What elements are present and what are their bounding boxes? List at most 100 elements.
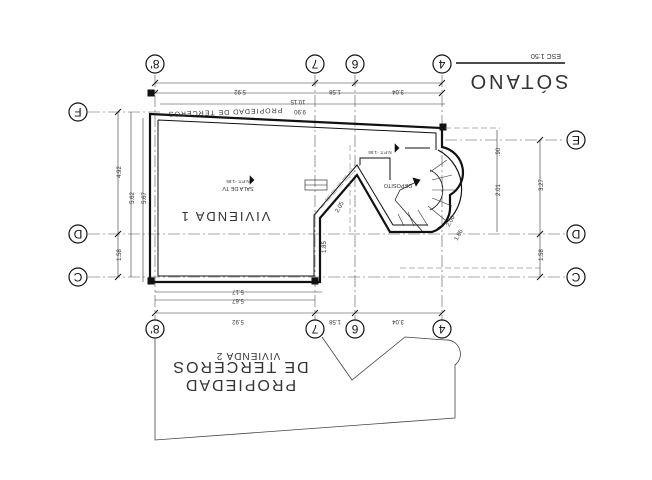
grid-label-7-bottom: 7 xyxy=(311,322,318,336)
dim-stair-2: 1.86 xyxy=(454,228,465,242)
dim-right-4: 2.01 xyxy=(496,184,502,196)
neighbor-property-outline xyxy=(154,336,461,441)
grid-label-6-top: 6 xyxy=(351,57,358,71)
grid-bubble-6-top xyxy=(345,54,365,74)
dim-left-3: 5.67 xyxy=(142,192,148,204)
stair-arrow-head xyxy=(412,177,421,187)
grid-bubble-F-left xyxy=(68,102,88,122)
dimension-ticks xyxy=(114,79,544,317)
dim-bottom-2: 1.58 xyxy=(329,318,341,324)
tick xyxy=(151,309,159,317)
plan-title: SÓTANO xyxy=(468,70,569,93)
tick xyxy=(536,273,544,281)
grid-label-F-left: F xyxy=(74,105,81,119)
stair-arrow-path xyxy=(394,179,424,233)
tick xyxy=(351,79,359,87)
sala-tv-level: N.P.T. -1.55 xyxy=(226,179,250,184)
grid-bubble-6-bottom xyxy=(345,319,365,339)
outer-wall xyxy=(148,112,464,284)
vivienda-2-label: VIVIENDA 2 xyxy=(216,350,280,361)
grid-label-8-bottom: 8' xyxy=(151,322,160,336)
dim-top-3: 3.04 xyxy=(392,88,404,94)
grid-label-D-left: D xyxy=(73,227,82,241)
grid-bubble-labels: 8' 7 6 4 8' 7 6 4 F D C E D C xyxy=(73,57,580,336)
column xyxy=(311,277,319,285)
dim-left-4: 1.58 xyxy=(117,249,123,261)
construction-lines xyxy=(314,127,540,269)
dim-left-1: 4.92 xyxy=(117,166,123,178)
grid-bubble-4-bottom xyxy=(432,319,452,339)
grid-label-D-right: D xyxy=(571,227,580,241)
dim-top-total: 10.15 xyxy=(290,98,306,104)
deposito-walls xyxy=(359,147,430,180)
construction-line xyxy=(314,164,361,216)
grid-label-6-bottom: 6 xyxy=(351,322,358,336)
grid-bubble-4-top xyxy=(432,54,452,74)
tick xyxy=(311,79,319,87)
grid-bubble-7-bottom xyxy=(305,319,325,339)
grid-label-C-left: C xyxy=(73,270,82,284)
dim-right-2: 1.58 xyxy=(539,249,545,261)
grid-bubble-D-right xyxy=(566,224,586,244)
dim-top-inner: 9.90 xyxy=(294,108,306,114)
level-marker-icon xyxy=(249,175,255,185)
dim-top-1: 5.92 xyxy=(234,88,246,94)
dimension-lines xyxy=(117,82,541,314)
grid-bubble-7-top xyxy=(305,54,325,74)
grid-bubble-C-left xyxy=(68,267,88,287)
dim-right-1: 3.27 xyxy=(539,179,545,191)
plan-scale: ESC 1:50 xyxy=(531,52,561,59)
dim-bottom-3: 3.04 xyxy=(392,318,404,324)
tick xyxy=(151,79,159,87)
grid-label-4-bottom: 4 xyxy=(438,322,445,336)
tread xyxy=(407,211,415,227)
title-block: SÓTANO ESC 1:50 xyxy=(456,52,568,93)
inner-wall xyxy=(157,119,437,277)
dim-bottom-inner: 5.67 xyxy=(232,297,244,303)
propiedad-terceros-line1: PROPIEDAD xyxy=(184,376,296,393)
tick xyxy=(311,309,319,317)
grid-label-8-top: 8' xyxy=(151,57,160,71)
propiedad-terceros-top: PROPIEDAD DE TERCEROS xyxy=(168,106,283,117)
dim-bottom-1: 5.92 xyxy=(232,318,244,324)
grid-bubble-C-right xyxy=(566,267,586,287)
construction-line xyxy=(324,164,356,201)
grid-bubble-8-top xyxy=(145,54,165,74)
propiedad-terceros-line2: DE TERCEROS xyxy=(171,358,308,375)
column xyxy=(147,277,155,285)
dim-mid-2: 2.05 xyxy=(335,200,346,214)
level-markers xyxy=(249,143,400,191)
column xyxy=(147,89,155,97)
tread xyxy=(431,174,453,181)
deposito-label: DEPOSITO xyxy=(383,182,412,188)
grid-lines xyxy=(88,75,565,320)
deposito-level: N.P.T. -1.55 xyxy=(368,150,392,155)
grid-bubble-D-left xyxy=(68,224,88,244)
stair-arrow xyxy=(394,177,424,233)
room-labels: VIVIENDA 1 VIVIENDA 2 PROPIEDAD DE TERCE… xyxy=(168,106,413,393)
stair-arc-outer xyxy=(437,149,463,229)
tread xyxy=(397,213,405,227)
tick xyxy=(114,108,122,116)
level-marker-icon xyxy=(394,143,400,153)
column xyxy=(439,123,447,131)
grid-label-C-right: C xyxy=(571,270,580,284)
grid-label-4-top: 4 xyxy=(438,57,445,71)
stair-treads xyxy=(397,159,455,227)
vivienda-1-label: VIVIENDA 1 xyxy=(180,209,271,224)
dim-top-2: 1.58 xyxy=(329,88,341,94)
grid-label-7-top: 7 xyxy=(311,57,318,71)
dim-left-2: 5.62 xyxy=(130,192,136,204)
sala-tv-label: SALA DE TV xyxy=(222,185,254,191)
tick xyxy=(536,136,544,144)
grid-bubbles xyxy=(68,54,586,339)
tick xyxy=(114,230,122,238)
grid-bubble-E-right xyxy=(566,130,586,150)
tick xyxy=(536,230,544,238)
tread xyxy=(431,197,453,207)
dim-bottom-inner2: 5.17 xyxy=(232,288,244,294)
dimension-texts: 5.92 1.58 3.04 10.15 9.90 5.67 5.17 5.92… xyxy=(117,88,545,324)
tread xyxy=(417,209,429,227)
tick xyxy=(351,309,359,317)
